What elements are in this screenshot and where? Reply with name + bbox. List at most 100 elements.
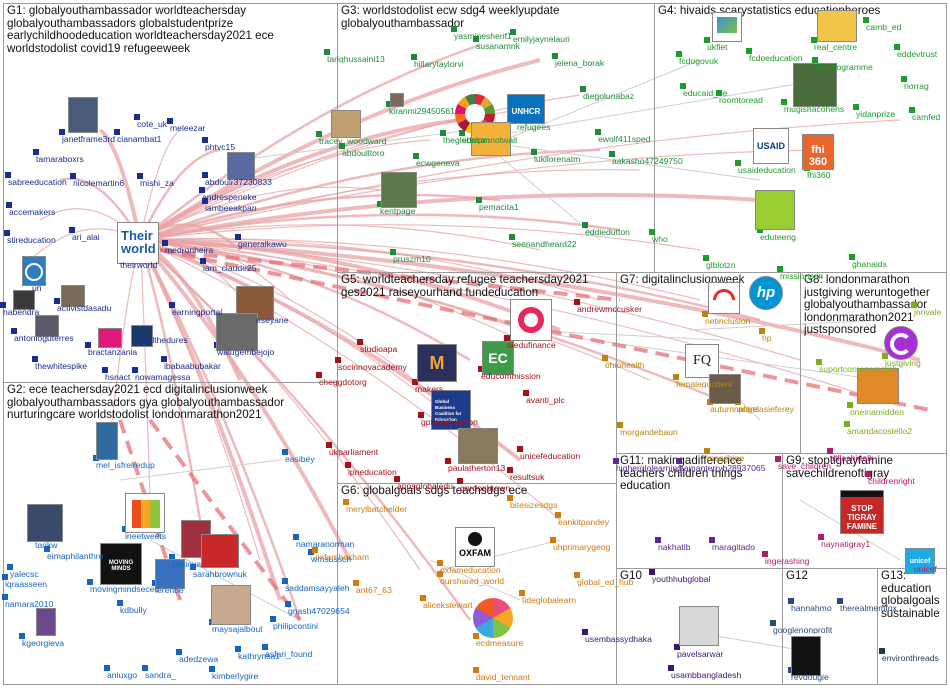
node-aakasho47249750[interactable] bbox=[609, 151, 615, 157]
makers-logo[interactable]: M bbox=[417, 344, 457, 382]
node-iambeeakpan[interactable] bbox=[202, 198, 208, 204]
node-ghanaids[interactable] bbox=[849, 254, 855, 260]
node-gordonbrown[interactable] bbox=[457, 478, 463, 484]
nabendra-avatar[interactable] bbox=[13, 290, 35, 310]
node-uhprimarygeog[interactable] bbox=[550, 537, 556, 543]
node-oxfameducation[interactable] bbox=[437, 560, 443, 566]
node-ecdmeasure[interactable] bbox=[473, 633, 479, 639]
node-nabendra[interactable] bbox=[0, 302, 6, 308]
node-kimberlygire[interactable] bbox=[209, 666, 215, 672]
node-movingmindseced[interactable] bbox=[87, 579, 93, 585]
node-oxfamhexham[interactable] bbox=[312, 547, 318, 553]
node-avanti_plc[interactable] bbox=[523, 390, 529, 396]
tracey-woodward-avatar[interactable] bbox=[331, 110, 361, 138]
node-namaranorman[interactable] bbox=[293, 534, 299, 540]
node-higherglolearning[interactable] bbox=[613, 458, 619, 464]
oiedufinance-logo[interactable] bbox=[510, 299, 552, 341]
node-oneinamidden[interactable] bbox=[847, 402, 853, 408]
node-norrag[interactable] bbox=[901, 76, 907, 82]
node-cianambat1[interactable] bbox=[114, 129, 120, 135]
node-jelena_borak[interactable] bbox=[552, 53, 558, 59]
node-tracey_woodward[interactable] bbox=[316, 131, 322, 137]
node-studioapa[interactable] bbox=[357, 339, 363, 345]
node-gpforeducation[interactable] bbox=[418, 412, 424, 418]
node-tdflashirtalk[interactable] bbox=[827, 448, 833, 454]
un-logo[interactable] bbox=[22, 256, 46, 286]
node-earningportal[interactable] bbox=[169, 302, 175, 308]
node-maryjhine[interactable] bbox=[704, 448, 710, 454]
mel-isfreiredup-avatar[interactable] bbox=[96, 422, 118, 460]
node-usambbangladesh[interactable] bbox=[668, 665, 674, 671]
node-philipcontini[interactable] bbox=[270, 616, 276, 622]
antonioguterres-avatar[interactable] bbox=[35, 315, 59, 337]
movingminds-logo[interactable]: MOVING MINDS bbox=[100, 543, 142, 585]
node-ant67_63[interactable] bbox=[353, 580, 359, 586]
node-usaideducation[interactable] bbox=[735, 160, 741, 166]
node-ukfiet[interactable] bbox=[704, 37, 710, 43]
node-andrespeneke[interactable] bbox=[199, 187, 205, 193]
janetframe3rd-avatar[interactable] bbox=[68, 97, 98, 133]
node-namara2010[interactable] bbox=[2, 594, 8, 600]
node-emilyjaynelauri[interactable] bbox=[510, 29, 516, 35]
justgiving-logo[interactable] bbox=[884, 326, 918, 360]
node-eankitpandey[interactable] bbox=[555, 512, 561, 518]
node-riseprogramme[interactable] bbox=[812, 57, 818, 63]
node-tideglobalearn[interactable] bbox=[519, 590, 525, 596]
node-eddiedutton[interactable] bbox=[582, 222, 588, 228]
node-janetframe3rd[interactable] bbox=[59, 129, 65, 135]
node-nowamagessa[interactable] bbox=[132, 367, 138, 373]
usaid-logo[interactable]: USAID bbox=[753, 128, 789, 164]
node-alicekstewart[interactable] bbox=[420, 595, 426, 601]
node-susanamnk[interactable] bbox=[473, 36, 479, 42]
node-ecwgeneva[interactable] bbox=[413, 153, 419, 159]
node-camfed[interactable] bbox=[909, 107, 915, 113]
node-ingerashing[interactable] bbox=[762, 551, 768, 557]
mugishacohens-avatar[interactable] bbox=[793, 63, 837, 107]
node-kentpage[interactable] bbox=[377, 201, 383, 207]
node-cheggdotorg[interactable] bbox=[316, 372, 322, 378]
tarikw-avatar[interactable] bbox=[27, 504, 63, 542]
node-stireducation[interactable] bbox=[4, 230, 10, 236]
node-morgandebaun[interactable] bbox=[617, 422, 623, 428]
node-naynatigray1[interactable] bbox=[818, 534, 824, 540]
bractanzania-logo[interactable] bbox=[98, 328, 122, 348]
node-hillarytaylorvi[interactable] bbox=[411, 54, 417, 60]
revdougie-avatar[interactable] bbox=[791, 636, 821, 676]
node-tariqhussaini13[interactable] bbox=[324, 49, 330, 55]
node-iqraasseen[interactable] bbox=[2, 574, 8, 580]
node-environthreads[interactable] bbox=[879, 648, 885, 654]
kentpage-avatar[interactable] bbox=[381, 172, 417, 208]
node-mishi_za[interactable] bbox=[137, 173, 143, 179]
node-save_children[interactable] bbox=[775, 456, 781, 462]
node-antonioguterres[interactable] bbox=[11, 328, 17, 334]
node-educaid_be[interactable] bbox=[680, 83, 686, 89]
fhi360-logo[interactable]: fhi 360 bbox=[802, 134, 834, 170]
node-andrewmccusker[interactable] bbox=[574, 299, 580, 305]
node-kathrynsa1[interactable] bbox=[235, 646, 241, 652]
walugembejojo-avatar[interactable] bbox=[216, 313, 258, 351]
node-activistdasadu[interactable] bbox=[54, 298, 60, 304]
node-ewolf411sped[interactable] bbox=[595, 129, 601, 135]
node-femalequotient[interactable] bbox=[673, 374, 679, 380]
real-centre-logo[interactable] bbox=[817, 10, 857, 42]
node-childrenright[interactable] bbox=[865, 471, 871, 477]
node-justgiving[interactable] bbox=[882, 353, 888, 359]
node-who[interactable] bbox=[649, 229, 655, 235]
kgeorgieva-avatar[interactable] bbox=[36, 608, 56, 636]
node-appsglobaledu[interactable] bbox=[394, 476, 400, 482]
node-sarahbrownuk[interactable] bbox=[190, 564, 196, 570]
node-cote_uk[interactable] bbox=[134, 114, 140, 120]
eduteeng-logo[interactable] bbox=[755, 190, 795, 230]
node-amandacostello2[interactable] bbox=[844, 421, 850, 427]
node-camb_ed[interactable] bbox=[863, 17, 869, 23]
node-easibey[interactable] bbox=[282, 449, 288, 455]
node-pemacita1[interactable] bbox=[476, 197, 482, 203]
node-ourshared_world[interactable] bbox=[437, 571, 443, 577]
node-adedzewa[interactable] bbox=[176, 649, 182, 655]
node-meleezar[interactable] bbox=[167, 118, 173, 124]
node-seenandheard22[interactable] bbox=[509, 234, 515, 240]
node-justinva[interactable] bbox=[169, 554, 175, 560]
node-merylbatchelder[interactable] bbox=[343, 499, 349, 505]
node-socinnovacademy[interactable] bbox=[335, 357, 341, 363]
node-nakhatib[interactable] bbox=[655, 537, 661, 543]
